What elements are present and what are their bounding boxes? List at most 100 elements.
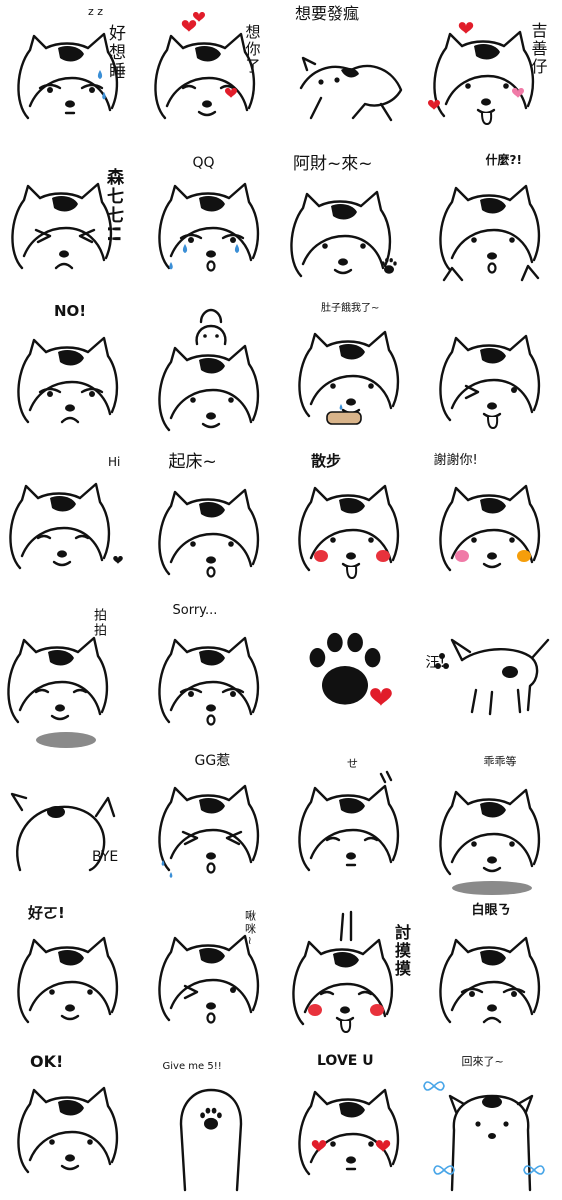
dog-face-curve [20,526,104,562]
sticker-eyeroll[interactable]: 白眼ㄋ [422,900,562,1050]
dog-ear-right [227,182,259,260]
eye-dot [502,1121,509,1127]
eye-dot [468,991,475,997]
sticker-loveu[interactable]: LOVE U [281,1050,421,1200]
sticker-thanks[interactable]: 謝謝你! [422,450,562,600]
sticker-walk[interactable]: 散步 [281,450,421,600]
dog-ear-left [157,346,188,432]
sticker-illustration [298,484,400,580]
sticker-back[interactable]: 回來了~ [422,1050,562,1200]
sticker-what[interactable]: 什麼?! [422,150,562,300]
paw-toe-icon [389,258,393,263]
sticker-pet[interactable]: 討摸摸 [281,900,421,1050]
dog-ear-right [94,796,116,818]
eye-dot [189,397,196,403]
sticker-caption: LOVE U [317,1053,374,1069]
sticker-angry[interactable]: 森七七!! [0,150,140,300]
dog-nose [205,1002,216,1010]
sticker-kiss[interactable]: 啾咪~ [141,900,281,1050]
dog-patch [339,498,365,514]
sticker-caption: 回來了~ [461,1055,504,1068]
sticker-ok2[interactable]: 好ㄛ! [0,900,140,1050]
dog-eye-angry [34,228,52,244]
sticker-illustration [179,1088,242,1192]
dog-patch [479,198,506,214]
dog-head-top [38,192,84,200]
dog-ear-right [367,484,400,562]
dog-eye-closed [363,836,379,842]
sticker-gg[interactable]: GG惹 [141,750,281,900]
dog-patch [481,1096,502,1108]
sticker-wake[interactable]: 起床~ [141,450,281,600]
eye-dot [470,237,477,243]
dog-patch [479,498,506,514]
sticker-illustration [157,182,259,272]
sticker-bigpaw[interactable] [281,600,421,750]
dog-face-curve [301,234,385,270]
sticker-caption: 謝謝你! [433,453,478,468]
sticker-illustration [292,910,394,1034]
dog-head-top [325,1098,371,1106]
sticker-illustration [17,32,119,120]
dog-head-top [185,646,230,654]
sticker-shy[interactable]: せ [281,750,421,900]
sticker-hi[interactable]: Hi [0,450,140,600]
blush-mark [516,550,531,562]
raised-paw-arm [179,1088,242,1192]
dog-ear-right [227,344,259,422]
dog-mouth [482,1016,501,1024]
shadow-blob [451,881,532,895]
sticker-stack[interactable] [141,300,281,450]
sticker-paw[interactable]: 阿財~來~ [281,150,421,300]
eye-dot [474,1121,481,1127]
dog-nose [486,1004,497,1012]
dog-ear-left [290,192,321,278]
sticker-heart[interactable]: 吉善仔 [422,0,562,150]
dog-nose [346,398,356,406]
sticker-wait[interactable]: 乖乖等 [422,750,562,900]
sticker-cry[interactable]: QQ [141,150,281,300]
dog-ear-right [502,30,534,108]
sticker-caption: 想你了 [243,24,262,75]
dog-ear-left [438,486,469,572]
sticker-ok[interactable]: OK! [0,1050,140,1200]
sticker-five[interactable]: Give me 5!! [141,1050,281,1200]
dog-ear-left [438,186,469,272]
dog-ear-left [298,486,329,572]
sticker-pat[interactable]: 拍拍 [0,600,140,750]
dog-ear-left [438,336,469,422]
dog-patch [501,666,518,678]
sticker-hungry[interactable]: 肚子餓我了~ [281,300,421,450]
sticker-sorry[interactable]: Sorry... [141,600,281,750]
sticker-caption: BYE [92,849,119,865]
paw-toe-icon [393,261,397,266]
sticker-caption: 白眼ㄋ [471,903,511,918]
dog-mouth [52,560,72,567]
sticker-love[interactable]: 想你了 [141,0,281,150]
dog-nose [486,252,497,260]
dog-face-curve [450,980,533,1016]
dog-nose [201,100,212,108]
sticker-crazy[interactable]: 想要發瘋 [281,0,421,150]
sticker-bye[interactable]: BYE [0,750,140,900]
dog-eye-closed [181,84,196,90]
sticker-no[interactable]: NO! [0,300,140,450]
dog-face-curve [28,1130,112,1166]
dog-eye-wink [183,984,198,1000]
sticker-illustration [157,636,259,726]
dog-nose [205,556,216,564]
tear-drop-icon [182,244,187,253]
sticker-woof[interactable]: 汪! [422,600,562,750]
eye-dot [187,237,194,243]
sticker-illustration [438,484,540,572]
butterfly-icon [432,1165,455,1175]
eye-dot [368,383,374,389]
dog-head-top [44,42,90,50]
sticker-illustration [290,190,397,278]
eye-dot [464,83,471,89]
eye-dot [227,397,234,403]
dog-eye-lid [460,987,483,994]
heart-icon [224,88,237,98]
sticker-wink[interactable] [422,300,562,450]
